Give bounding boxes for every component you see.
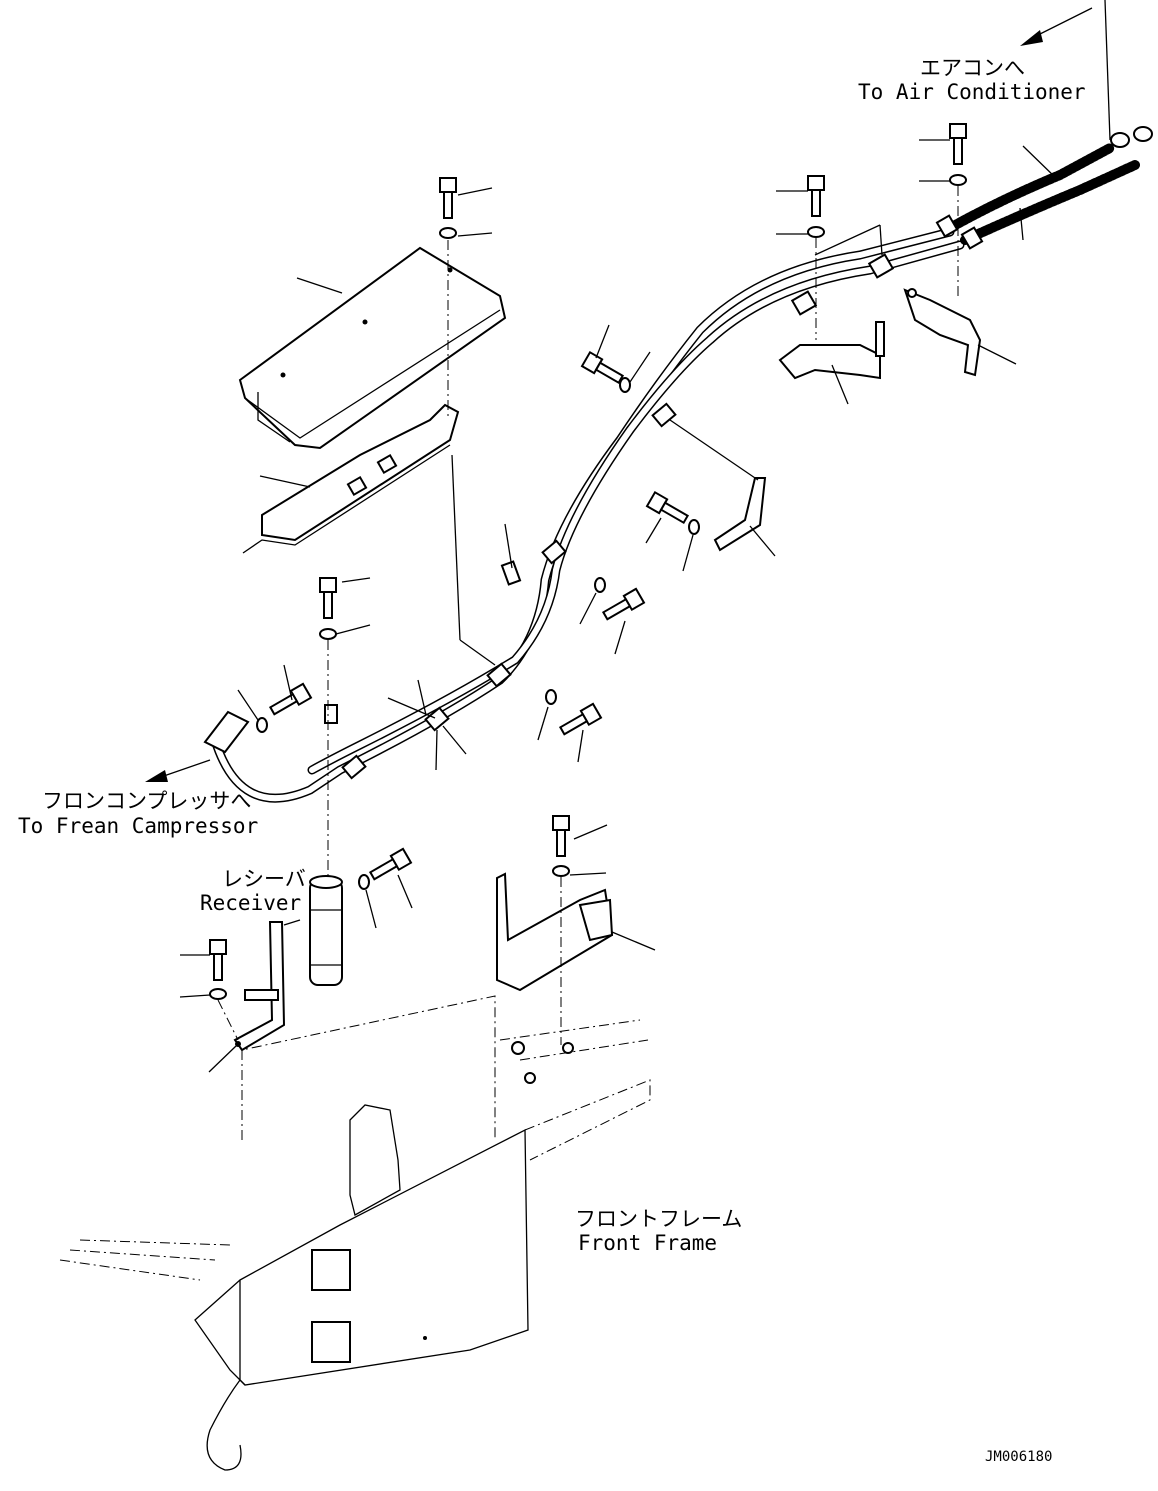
bolt-mid-left [319,577,337,619]
air-conditioner-label-en: To Air Conditioner [858,80,1086,104]
leader-lines [179,139,1059,1073]
bolt-receiver-mid [368,847,413,881]
front-frame [59,995,651,1471]
bolt-ac-left [807,175,825,217]
receiver [309,875,343,986]
arrow-to-compressor [145,759,211,782]
bolt-receiver-right [552,815,570,857]
cover-plate [238,246,507,450]
bolt-clamp-2 [645,490,690,525]
bolts [209,123,967,981]
bolt-hose-end [268,682,313,716]
bolt-receiver-left [209,939,227,981]
front-frame-label-jp: フロントフレーム [575,1207,742,1231]
ac-brackets [713,288,982,552]
front-frame-label: フロントフレーム Front Frame [575,1207,742,1255]
receiver-bracket [233,921,286,1052]
assembly-lines [217,0,1111,1045]
bolt-clamp-4 [558,702,603,736]
washers [209,174,967,1000]
mounting-bracket [242,403,460,554]
bolt-clamp-3 [601,587,646,621]
compressor-label-en: To Frean Campressor [18,814,258,838]
receiver-label-jp: レシーバ [222,867,306,891]
air-conditioner-label: エアコンへ To Air Conditioner [858,56,1086,104]
bolt-ac-right [949,123,967,165]
front-frame-label-en: Front Frame [578,1231,717,1255]
hose-clamps [324,214,984,780]
receiver-label: レシーバ Receiver [200,867,306,915]
support-bracket [496,872,614,992]
receiver-label-en: Receiver [200,891,301,915]
bolt-top-cover [439,177,457,219]
compressor-label: フロンコンプレッサへ To Frean Campressor [18,789,258,838]
compressor-label-jp: フロンコンプレッサへ [42,789,251,813]
drawing-code: JM006180 [985,1449,1052,1465]
arrow-to-air-conditioner [1020,7,1093,46]
air-conditioner-label-jp: エアコンへ [920,56,1025,80]
bolt-clamp-1 [580,350,625,385]
